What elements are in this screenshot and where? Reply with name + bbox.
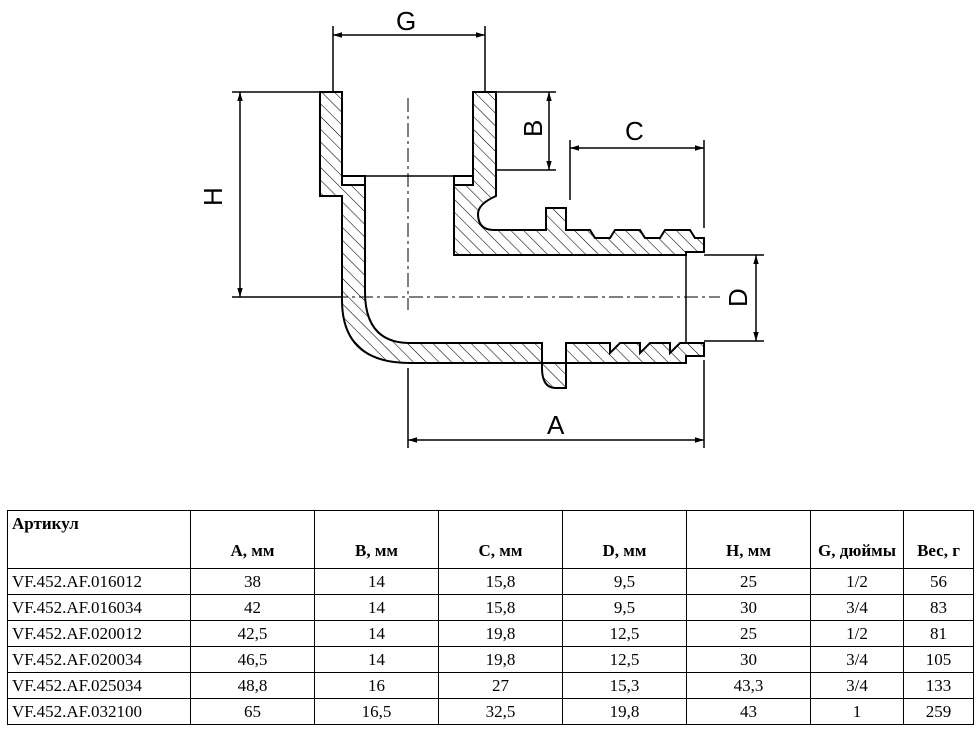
header-weight: Вес, г <box>903 510 974 569</box>
table-row: VF.452.AF.020012 42,5 14 19,8 12,5 25 1/… <box>7 620 974 647</box>
cell-a: 38 <box>190 568 315 595</box>
cell-h: 30 <box>686 646 811 673</box>
cell-b: 16,5 <box>314 698 439 725</box>
cell-d: 9,5 <box>562 594 687 621</box>
table-row: VF.452.AF.020034 46,5 14 19,8 12,5 30 3/… <box>7 646 974 673</box>
fitting-drawing: G H B C D A <box>198 6 764 448</box>
table-header-row: Артикул A, мм B, мм C, мм D, мм H, мм G,… <box>7 510 974 569</box>
cell-g: 1/2 <box>810 620 904 647</box>
cell-d: 12,5 <box>562 646 687 673</box>
cell-a: 48,8 <box>190 672 315 699</box>
cell-b: 16 <box>314 672 439 699</box>
cell-d: 9,5 <box>562 568 687 595</box>
cell-g: 3/4 <box>810 672 904 699</box>
cell-h: 43,3 <box>686 672 811 699</box>
table-row: VF.452.AF.016034 42 14 15,8 9,5 30 3/4 8… <box>7 594 974 621</box>
cell-c: 15,8 <box>438 594 563 621</box>
cell-c: 19,8 <box>438 646 563 673</box>
cell-d: 19,8 <box>562 698 687 725</box>
table-row: VF.452.AF.032100 65 16,5 32,5 19,8 43 1 … <box>7 698 974 725</box>
cell-weight: 81 <box>903 620 974 647</box>
cell-h: 25 <box>686 568 811 595</box>
cell-a: 65 <box>190 698 315 725</box>
cell-article: VF.452.AF.016012 <box>7 568 191 595</box>
label-b: B <box>518 120 548 137</box>
dimension-lines <box>232 26 764 448</box>
cell-weight: 83 <box>903 594 974 621</box>
cell-article: VF.452.AF.025034 <box>7 672 191 699</box>
cell-d: 12,5 <box>562 620 687 647</box>
cell-g: 3/4 <box>810 594 904 621</box>
cell-b: 14 <box>314 594 439 621</box>
cell-b: 14 <box>314 620 439 647</box>
label-a: A <box>547 410 565 440</box>
cell-weight: 259 <box>903 698 974 725</box>
header-c: C, мм <box>438 510 563 569</box>
label-g: G <box>396 6 416 36</box>
cell-b: 14 <box>314 646 439 673</box>
cell-article: VF.452.AF.032100 <box>7 698 191 725</box>
cell-weight: 133 <box>903 672 974 699</box>
header-h: H, мм <box>686 510 811 569</box>
cell-article: VF.452.AF.016034 <box>7 594 191 621</box>
cell-g: 1/2 <box>810 568 904 595</box>
cell-h: 25 <box>686 620 811 647</box>
cell-c: 19,8 <box>438 620 563 647</box>
table-row: VF.452.AF.025034 48,8 16 27 15,3 43,3 3/… <box>7 672 974 699</box>
cell-a: 42,5 <box>190 620 315 647</box>
cell-a: 46,5 <box>190 646 315 673</box>
cell-a: 42 <box>190 594 315 621</box>
cell-c: 15,8 <box>438 568 563 595</box>
cell-g: 1 <box>810 698 904 725</box>
cell-article: VF.452.AF.020034 <box>7 646 191 673</box>
cell-c: 32,5 <box>438 698 563 725</box>
cell-h: 43 <box>686 698 811 725</box>
header-g: G, дюймы <box>810 510 904 569</box>
header-article: Артикул <box>7 510 191 569</box>
cell-b: 14 <box>314 568 439 595</box>
cell-d: 15,3 <box>562 672 687 699</box>
cell-h: 30 <box>686 594 811 621</box>
header-b: B, мм <box>314 510 439 569</box>
table-row: VF.452.AF.016012 38 14 15,8 9,5 25 1/2 5… <box>7 568 974 595</box>
label-d: D <box>723 288 753 307</box>
label-h: H <box>198 187 228 206</box>
fitting-section <box>319 91 705 389</box>
cell-c: 27 <box>438 672 563 699</box>
cell-g: 3/4 <box>810 646 904 673</box>
cell-weight: 105 <box>903 646 974 673</box>
cell-article: VF.452.AF.020012 <box>7 620 191 647</box>
header-d: D, мм <box>562 510 687 569</box>
header-a: A, мм <box>190 510 315 569</box>
cell-weight: 56 <box>903 568 974 595</box>
label-c: C <box>625 116 644 146</box>
specification-table: Артикул A, мм B, мм C, мм D, мм H, мм G,… <box>7 510 974 725</box>
